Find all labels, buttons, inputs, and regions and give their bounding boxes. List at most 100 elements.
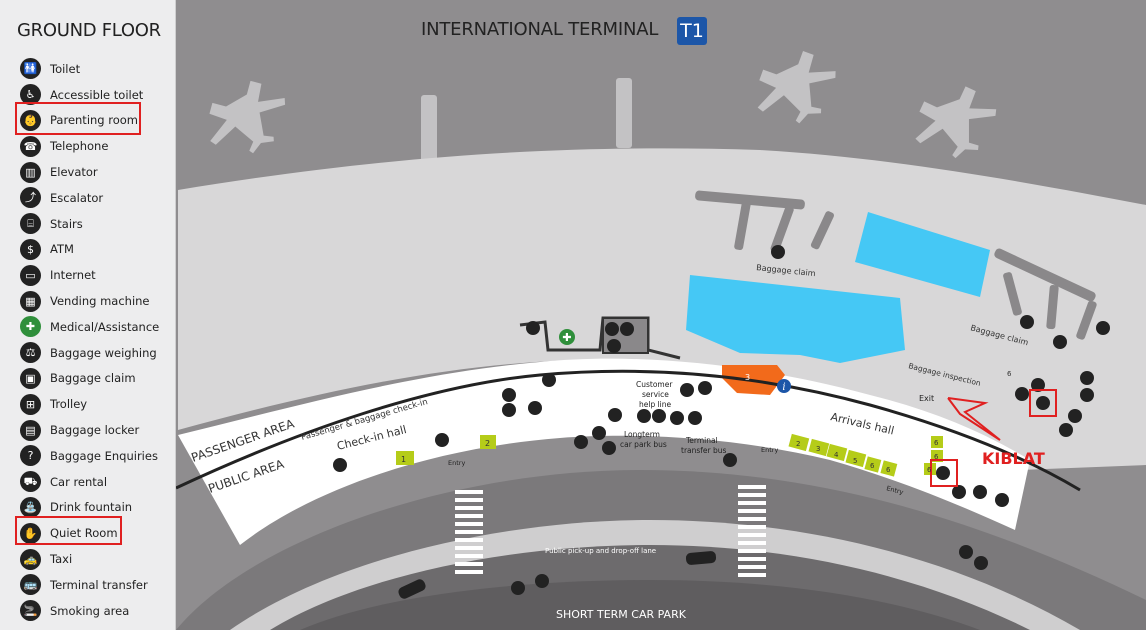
baggage-reclaim-area-2	[855, 212, 990, 297]
arrival-gate-number: 3	[816, 445, 820, 453]
arrival-gate-number: 6	[927, 466, 932, 474]
arrival-gate-number: 4	[834, 451, 839, 459]
customer-help-line-3: help line	[639, 400, 672, 409]
baggage-locker-icon: ▤	[20, 419, 41, 441]
legend-label: Escalator	[50, 190, 104, 205]
legend-item: 🚬 Smoking area	[20, 598, 170, 624]
legend-item: ⤴Escalator	[20, 185, 170, 211]
parenting-room-icon: 👶	[20, 109, 41, 131]
taxi-icon: 🚕	[20, 548, 41, 570]
legend-label: Trolley	[50, 397, 88, 412]
legend-item: ♿Accessible toilet	[20, 82, 170, 108]
map-icons	[333, 245, 1110, 595]
airplane-icon	[757, 51, 836, 124]
gate-piers	[421, 78, 632, 165]
quiet-room-icon	[936, 466, 950, 480]
legend-item: 🚕 Taxi	[20, 546, 170, 572]
legend-label: Elevator	[50, 165, 98, 180]
legend-item: ?Baggage Enquiries	[20, 443, 170, 469]
legend-label: Baggage claim	[50, 371, 136, 386]
kiblat-marker	[930, 389, 1057, 487]
legend-item: ▭Internet	[20, 262, 170, 288]
legend-item: 👶 Parenting room	[20, 108, 170, 134]
car-park-strip	[300, 580, 980, 630]
car-park-label: SHORT TERM CAR PARK	[556, 608, 687, 621]
terminal-transfer-icon: 🚌	[20, 574, 41, 596]
customer-help-line-2: service	[642, 390, 669, 399]
legend-item: ▤ Baggage locker	[20, 417, 170, 443]
car-icon	[398, 551, 717, 599]
pedestrian-crossings	[455, 485, 766, 577]
legend-item: ☎Telephone	[20, 133, 170, 159]
legend-label: ATM	[50, 242, 74, 257]
arrival-gate-number: 6	[1007, 370, 1012, 378]
kiblat-label: KIBLAT	[982, 449, 1045, 468]
car-rental-icon: ⛟	[20, 471, 41, 493]
legend-item: ⚖ Baggage weighing	[20, 340, 170, 366]
legend-label: Taxi	[50, 552, 73, 567]
airplane-icon	[915, 86, 997, 159]
medical-assistance-icon	[559, 329, 575, 345]
atm-icon: $	[20, 238, 41, 260]
entry-label-2: Entry	[761, 446, 778, 454]
legend-label: Accessible toilet	[50, 87, 144, 102]
internet-icon: ▭	[20, 264, 41, 286]
legend-label: Baggage locker	[50, 423, 140, 438]
legend-item: ▦Vending machine	[20, 288, 170, 314]
legend-label: Parenting room	[50, 113, 139, 128]
baggage-area-number: 3	[745, 373, 750, 382]
baggage-enquiries-icon: ?	[20, 445, 41, 467]
svg-text:✚: ✚	[562, 331, 571, 344]
arrival-gate-number: 6	[934, 439, 939, 447]
longterm-bus-label-1: Longterm	[624, 430, 660, 439]
arrival-gate-number: 6	[886, 466, 891, 474]
smoking-area-icon: 🚬	[20, 600, 41, 622]
arrival-gate-number: 6	[870, 462, 875, 470]
legend-list: 🚻Toilet♿Accessible toilet👶 Parenting room…	[20, 56, 170, 624]
terminal-transfer-label-1: Terminal	[685, 436, 718, 445]
quiet-room-icon: ✋	[20, 522, 41, 544]
legend-label: Stairs	[50, 216, 83, 231]
terminal-transfer-label-2: transfer bus	[681, 446, 727, 455]
arrival-gate-number: 2	[796, 440, 800, 448]
baggage-weighing-icon: ⚖	[20, 342, 41, 364]
checkin-counter-2: 2	[485, 439, 490, 448]
legend-item: ✋ Quiet Room	[20, 520, 170, 546]
legend-label: Smoking area	[50, 603, 130, 618]
checkin-counter-1: 1	[401, 455, 406, 464]
trolley-icon: ⊞	[20, 393, 41, 415]
legend-item: ⛲Drink fountain	[20, 495, 170, 521]
legend-item: ▥Elevator	[20, 159, 170, 185]
legend-item: ▣Baggage claim	[20, 366, 170, 392]
parenting-room-icon	[1036, 396, 1050, 410]
exit-label: Exit	[919, 394, 934, 403]
legend-item: ✚ Medical/Assistance	[20, 314, 170, 340]
legend-label: Quiet Room	[50, 526, 118, 541]
entry-label-1: Entry	[448, 459, 465, 467]
drink-fountain-icon: ⛲	[20, 496, 41, 518]
baggage-reclaim-area-1	[686, 275, 905, 363]
legend-label: Vending machine	[50, 294, 150, 309]
terminal-title: INTERNATIONAL TERMINAL	[421, 19, 659, 40]
telephone-icon: ☎	[20, 135, 41, 157]
stairs-icon: ⌸	[20, 213, 41, 235]
pickup-lane-label: Public pick-up and drop-off lane	[545, 547, 656, 555]
toilet-icon: 🚻	[20, 58, 41, 80]
parenting-room-highlight	[15, 102, 141, 135]
boundary-line	[175, 369, 1081, 492]
longterm-bus-label-2: car park bus	[620, 440, 667, 449]
arrival-gates	[788, 433, 943, 477]
legend-item: ⌸ Stairs	[20, 211, 170, 237]
legend-label: Medical/Assistance	[50, 319, 160, 334]
legend-label: Baggage weighing	[50, 345, 157, 360]
legend-label: Terminal transfer	[50, 577, 148, 592]
terminal-badge: T1	[677, 17, 707, 45]
checkin-counters	[396, 435, 496, 465]
legend-item: 🚌 Terminal transfer	[20, 572, 170, 598]
legend-item: 🚻Toilet	[20, 56, 170, 82]
baggage-reclaim-units	[695, 190, 1097, 340]
legend-label: Car rental	[50, 474, 108, 489]
medical-assistance-icon: ✚	[20, 316, 41, 338]
information-icon	[777, 379, 791, 393]
